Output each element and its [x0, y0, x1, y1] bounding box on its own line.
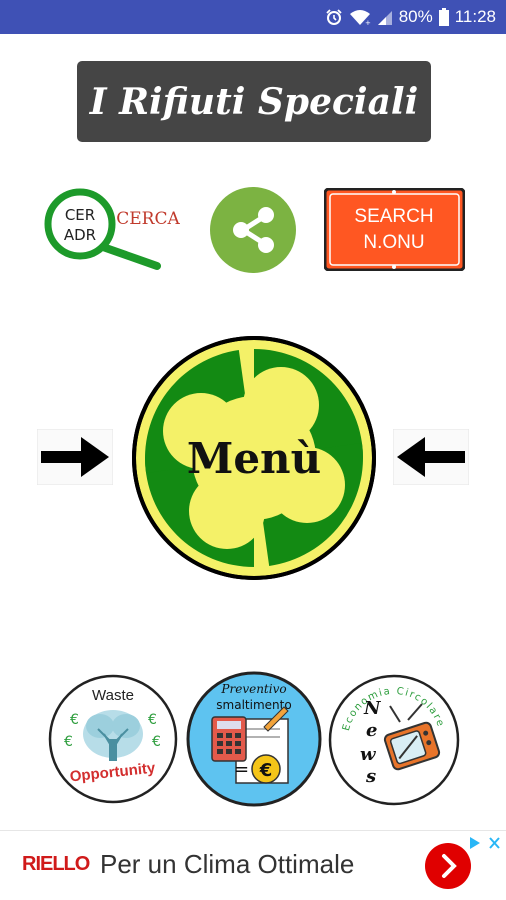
waste-opportunity-button[interactable]: Waste € € € € Opportunity — [48, 674, 178, 804]
left-arrow-pointer — [36, 428, 114, 486]
news-economia-circolare-button[interactable]: Economia Circolare N e w s — [328, 674, 460, 806]
adr-text: ADR — [64, 226, 96, 244]
equals-sign: = — [234, 759, 249, 780]
euro-coin-symbol: € — [259, 760, 273, 781]
euro-symbol: € — [70, 712, 79, 728]
wifi-icon: + — [349, 10, 371, 26]
ad-text: Per un Clima Ottimale — [100, 849, 355, 879]
clock: 11:28 — [454, 7, 496, 26]
close-icon — [489, 837, 500, 849]
adchoices-icon — [470, 837, 480, 849]
alarm-icon — [326, 9, 342, 25]
right-arrow-pointer — [392, 428, 470, 486]
euro-symbol: € — [148, 712, 157, 728]
onu-text: N.ONU — [363, 232, 424, 253]
preventivo-smaltimento-button[interactable]: Preventivo smaltimento = € — [186, 671, 322, 807]
tv-icon: Economia Circolare N e w s — [328, 674, 460, 806]
arrow-right-icon — [36, 428, 114, 486]
search-onu-button[interactable]: SEARCH N.ONU — [323, 187, 466, 272]
ad-brand: RIELLO — [22, 853, 90, 875]
arrow-left-icon — [392, 428, 470, 486]
svg-text:+: + — [365, 19, 371, 26]
app-title: I Rifiuti Speciali — [89, 80, 419, 123]
euro-symbol: € — [152, 734, 161, 750]
cer-adr-search-button[interactable]: CER ADR CERCA — [40, 186, 183, 271]
cerca-text: CERCA — [116, 209, 180, 229]
app-title-banner: I Rifiuti Speciali — [77, 61, 431, 142]
status-icons: + 80% 11:28 — [325, 7, 496, 27]
search-text: SEARCH — [354, 206, 433, 227]
waste-text: Waste — [92, 687, 134, 704]
preventivo-text: Preventivo — [220, 682, 286, 696]
news-letter-s: s — [365, 766, 376, 787]
news-letter-n: N — [363, 698, 382, 719]
share-button[interactable] — [210, 187, 296, 273]
ad-go-button[interactable] — [425, 843, 471, 889]
signal-icon — [377, 11, 392, 25]
share-icon — [210, 187, 296, 273]
search-onu-sign: SEARCH N.ONU — [323, 187, 466, 272]
calculator-icon: Preventivo smaltimento = € — [186, 671, 322, 807]
news-letter-w: w — [360, 744, 377, 765]
magnifier-icon: CER ADR CERCA — [40, 186, 183, 271]
menu-emblem: Menù — [132, 336, 376, 580]
tree-icon: Waste € € € € Opportunity — [48, 674, 178, 804]
ad-close-controls[interactable] — [468, 835, 502, 851]
menu-label: Menù — [187, 434, 321, 483]
news-letter-e: e — [366, 720, 377, 741]
battery-percent: 80% — [398, 7, 433, 26]
ad-banner[interactable]: RIELLO Per un Clima Ottimale — [0, 830, 506, 900]
cer-text: CER — [65, 206, 95, 224]
battery-icon — [438, 8, 449, 26]
status-bar: + 80% 11:28 — [0, 0, 506, 34]
euro-symbol: € — [64, 734, 73, 750]
menu-button[interactable]: Menù — [131, 335, 377, 581]
smaltimento-text: smaltimento — [216, 698, 291, 712]
